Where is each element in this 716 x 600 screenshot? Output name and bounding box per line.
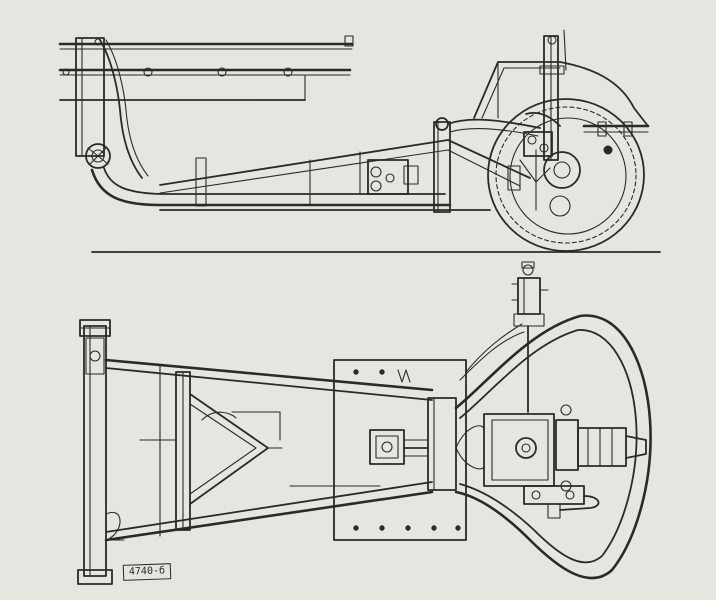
lower-linkage-plan [523,485,600,519]
brake-housing-plan [455,404,647,492]
shock-absorber-plan [511,261,549,413]
hitch-assembly-side [367,117,541,213]
plan-view [77,261,652,585]
vehicle-frame-rails [58,35,354,157]
hitch-block-plan [369,397,457,491]
rear-wheel-side [473,61,650,252]
steering-bracket [85,39,149,179]
rear-wheel-plan [454,314,652,580]
brake-linkage-side [507,112,561,211]
side-view [58,29,661,253]
trailer-drawbar-side [90,139,491,211]
upright-support-side [539,29,567,161]
front-axle-tube [77,319,125,585]
mounting-plate [333,359,467,541]
drawbar-frame-plan [104,358,434,542]
figure-tag-label: 4740-б [122,563,172,581]
